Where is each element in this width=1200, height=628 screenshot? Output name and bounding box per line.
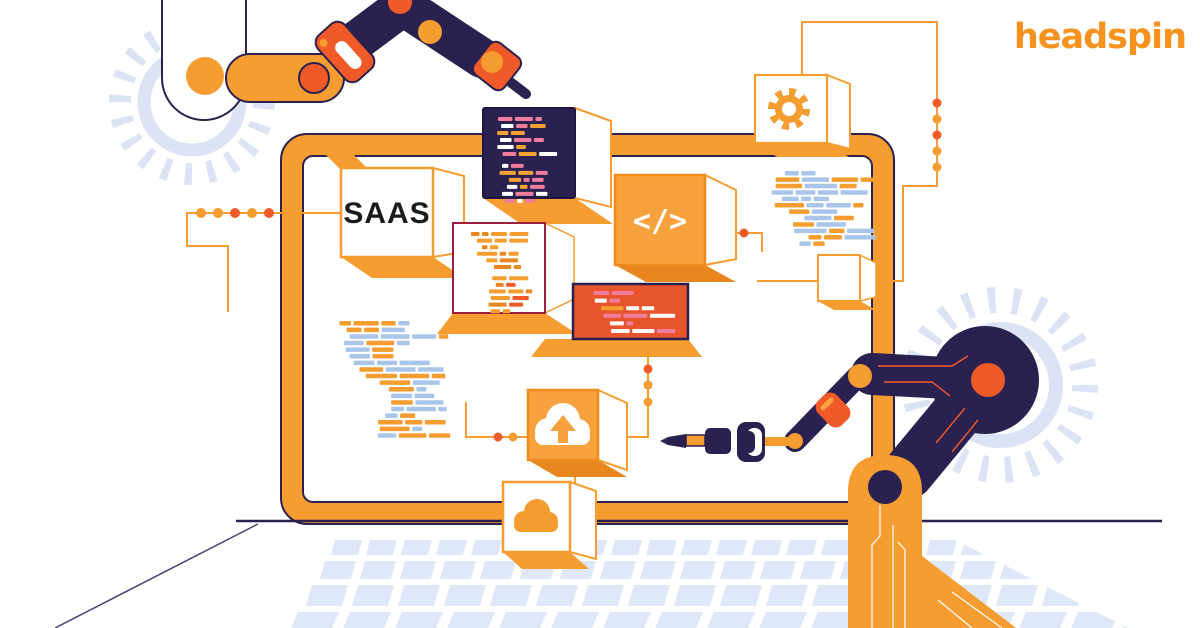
keyboard-key (655, 612, 703, 628)
keyboard-key (499, 612, 547, 628)
code-lines-red (593, 291, 676, 333)
keyboard-key (603, 612, 651, 628)
connector-left-dots (196, 208, 274, 218)
keyboard-key (343, 612, 391, 628)
robot-arm-right (660, 326, 1039, 628)
code-box: </> (613, 173, 737, 282)
keyboard-key (611, 540, 642, 555)
keyboard-key (720, 585, 762, 606)
keyboard-key (812, 585, 854, 606)
keyboard-key (759, 612, 807, 628)
robot-arm-left (161, 0, 531, 121)
circuit-traces (878, 355, 979, 453)
cloud-icon (514, 499, 558, 532)
keyboard-key (1066, 540, 1097, 555)
connector-top-right-dots (932, 98, 942, 172)
keyboard-key (996, 585, 1038, 606)
code-lines-dark (497, 117, 558, 203)
laptop-keyboard (54, 519, 1176, 628)
keyboard-key (1019, 612, 1067, 628)
keyboard-key (996, 540, 1027, 555)
keyboard-key (1120, 561, 1128, 579)
cloud-upload-box (526, 388, 628, 477)
keyboard-key (640, 561, 676, 579)
left-arm-joint (314, 20, 376, 84)
keyboard-key (751, 540, 782, 555)
keyboard-keys (291, 540, 1176, 628)
code-text-left (339, 321, 451, 438)
keyboard-key (447, 612, 495, 628)
keyboard-key (720, 561, 756, 579)
keyboard-key (821, 540, 852, 555)
small-cube (817, 253, 877, 310)
keyboard-key (536, 585, 578, 606)
base-traces (871, 505, 1003, 628)
keyboard-key (811, 612, 859, 628)
keyboard-key (1031, 540, 1062, 555)
keyboard-key (786, 540, 817, 555)
keyboard-key (800, 561, 836, 579)
keyboard-key (331, 540, 362, 555)
robot-base (848, 455, 1016, 628)
keyboard-key (551, 612, 599, 628)
keyboard-key (1042, 585, 1084, 606)
keyboard-key (398, 585, 440, 606)
keyboard-key (960, 561, 996, 579)
code-lines-orange (470, 232, 533, 314)
keyboard-key (352, 585, 394, 606)
keyboard-key (291, 612, 339, 628)
keyboard-key (628, 585, 670, 606)
gear-icon (768, 88, 810, 130)
keyboard-key (360, 561, 396, 579)
headspin-logo: headspin (1014, 17, 1186, 57)
keyboard-key (926, 540, 957, 555)
keyboard-key (646, 540, 677, 555)
keyboard-key (444, 585, 486, 606)
keyboard-key (1040, 561, 1076, 579)
keyboard-key (490, 585, 532, 606)
keyboard-key (1134, 585, 1176, 606)
keyboard-key (440, 561, 476, 579)
keyboard-key (961, 540, 992, 555)
keyboard-key (716, 540, 747, 555)
forearm-band (815, 392, 851, 428)
keyboard-key (480, 561, 516, 579)
keyboard-key (400, 561, 436, 579)
keyboard-key (401, 540, 432, 555)
keyboard-key (582, 585, 624, 606)
robot-tool (660, 422, 796, 462)
keyboard-key (1123, 612, 1128, 628)
connector-mid-dots (493, 228, 749, 442)
keyboard-key (1000, 561, 1036, 579)
code-text-right (771, 171, 882, 246)
keyboard-key (1071, 612, 1119, 628)
keyboard-key (436, 540, 467, 555)
keyboard-key (366, 540, 397, 555)
cloud-upload-icon (535, 403, 590, 445)
red-code-box (531, 282, 702, 357)
keyboard-key (471, 540, 502, 555)
keyboard-key (600, 561, 636, 579)
dark-code-block (482, 106, 613, 224)
keyboard-key (766, 585, 808, 606)
keyboard-key (681, 540, 712, 555)
keyboard-key (1080, 561, 1116, 579)
keyboard-key (320, 561, 356, 579)
keyboard-left-edge (54, 523, 259, 628)
keyboard-key (674, 585, 716, 606)
code-glyph: </> (633, 204, 687, 239)
keyboard-key (1101, 540, 1128, 555)
keyboard-key (760, 561, 796, 579)
gear-box (753, 73, 851, 157)
cloud-box (501, 480, 597, 569)
keyboard-key (395, 612, 443, 628)
keyboard-key (707, 612, 755, 628)
keyboard-key (306, 585, 348, 606)
keyboard-key (680, 561, 716, 579)
connector-top-right (757, 21, 938, 282)
white-code-box (437, 221, 577, 334)
saas-label: SAAS (343, 197, 430, 230)
keyboard-key (1088, 585, 1128, 606)
